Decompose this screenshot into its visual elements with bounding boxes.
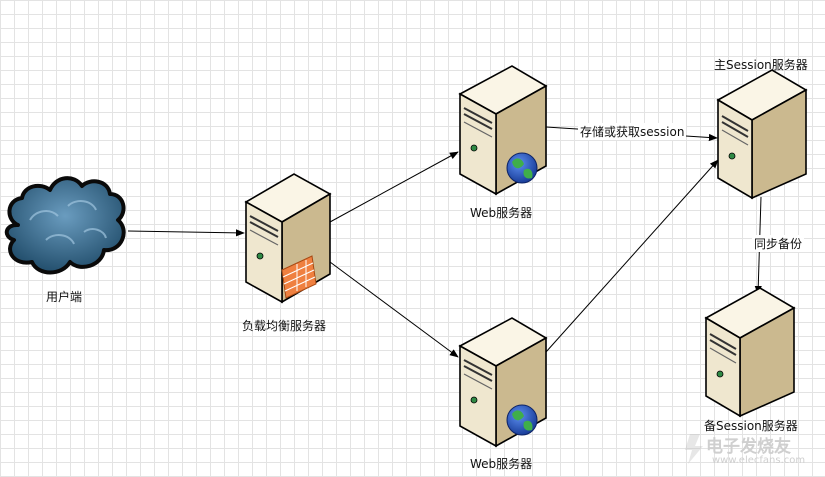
globe-icon	[506, 152, 538, 184]
edge-loadbalancer-to-web-bottom	[329, 261, 459, 358]
store-or-fetch-session-label: 存储或获取session	[578, 123, 687, 140]
client-label: 用户端	[46, 290, 83, 304]
backup-session-server-label: 备Session服务器	[704, 419, 798, 433]
web-server-bottom-icon	[458, 317, 548, 448]
backup-session-server-icon	[704, 287, 796, 418]
watermark-logo-icon	[685, 434, 703, 464]
edge-web-bottom-to-session	[545, 159, 719, 353]
watermark-url: www.elecfans.com	[712, 455, 806, 466]
edge-loadbalancer-to-web-top	[329, 151, 459, 223]
firewall-icon	[281, 255, 317, 299]
edge-client-to-loadbalancer	[127, 229, 245, 237]
main-session-server-icon	[716, 69, 808, 200]
cloud-icon	[4, 176, 126, 275]
load-balancer-label: 负载均衡服务器	[242, 319, 327, 333]
web-server-top-label: Web服务器	[470, 206, 533, 220]
watermark-title: 电子发烧友	[706, 437, 791, 457]
globe-icon	[506, 404, 538, 436]
main-session-server-label: 主Session服务器	[714, 58, 808, 72]
sync-backup-label: 同步备份	[752, 235, 805, 252]
web-server-bottom-label: Web服务器	[470, 457, 533, 471]
web-server-top-icon	[458, 65, 548, 196]
load-balancer-server-icon	[244, 173, 332, 304]
